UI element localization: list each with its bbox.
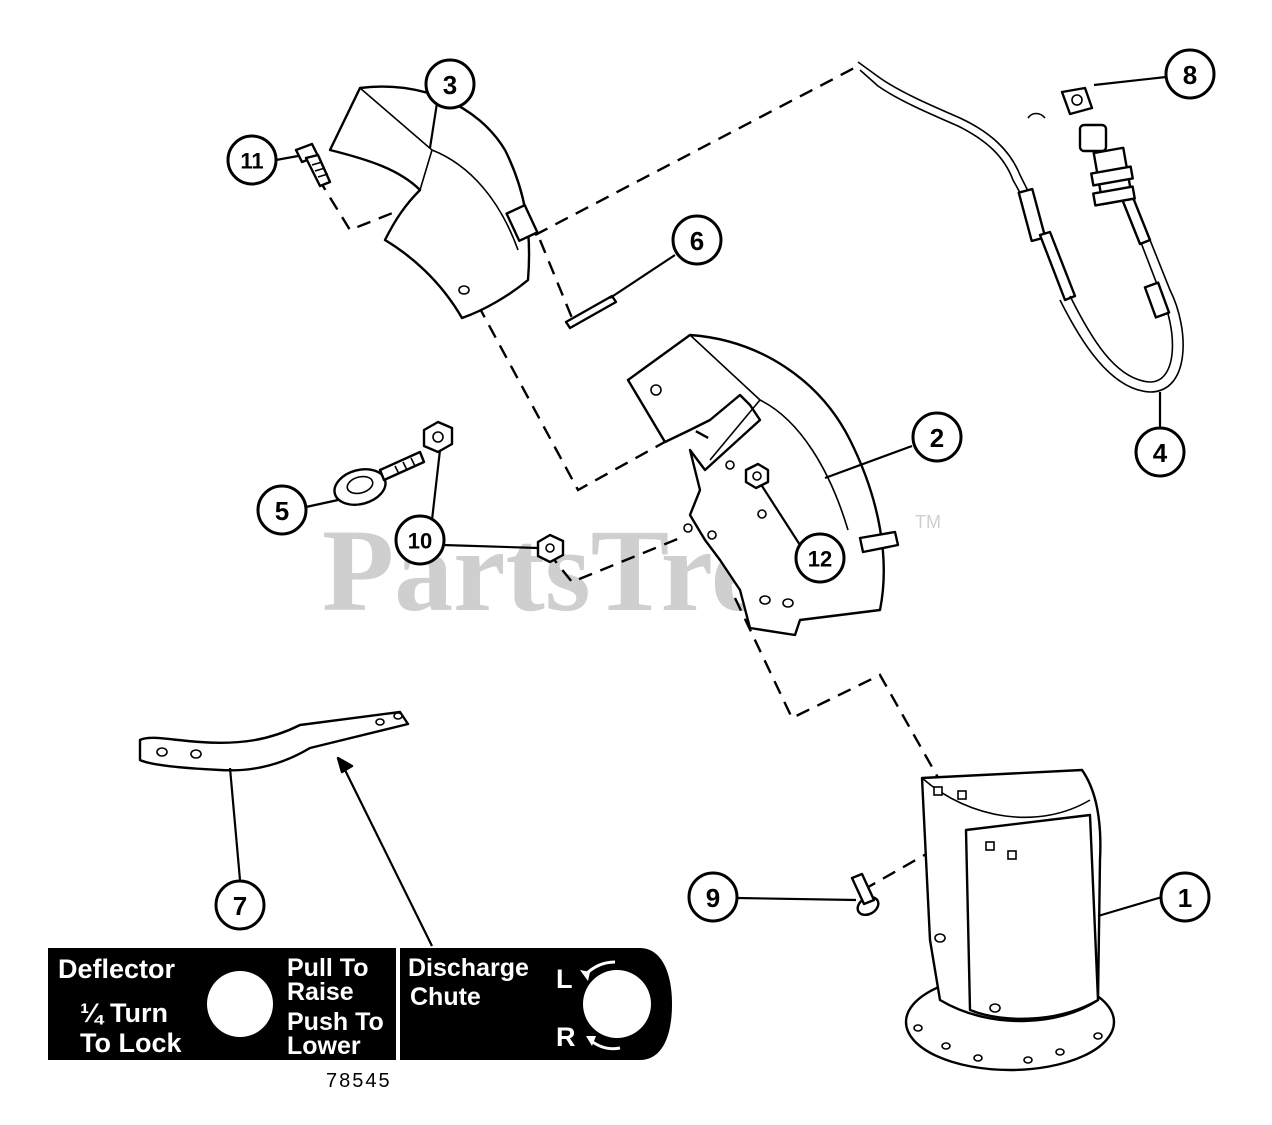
decal-push-line1: Push To bbox=[287, 1008, 384, 1036]
callout-6: 6 bbox=[671, 214, 723, 266]
decal-left-letter: L bbox=[556, 964, 573, 994]
callout-4: 4 bbox=[1134, 426, 1186, 478]
svg-text:10: 10 bbox=[408, 529, 432, 554]
part-pin-6 bbox=[564, 294, 618, 330]
decal-pull-line2: Raise bbox=[287, 978, 354, 1006]
svg-text:9: 9 bbox=[706, 883, 720, 913]
decal-deflector-title: Deflector bbox=[58, 954, 176, 984]
callout-2: 2 bbox=[911, 411, 963, 463]
callout-8: 8 bbox=[1164, 48, 1216, 100]
callout-10: 10 bbox=[394, 514, 446, 566]
callout-1: 1 bbox=[1159, 871, 1211, 923]
callout-9: 9 bbox=[687, 871, 739, 923]
callout-7: 7 bbox=[214, 879, 266, 931]
part-nut-12 bbox=[744, 462, 770, 490]
callout-12: 12 bbox=[794, 532, 846, 584]
svg-text:2: 2 bbox=[930, 423, 944, 453]
part-deflector-3 bbox=[328, 85, 539, 320]
decal-chute-line1: Discharge bbox=[408, 954, 529, 982]
decal-part-number: 78545 bbox=[326, 1070, 392, 1092]
svg-text:5: 5 bbox=[275, 496, 289, 526]
part-cable-4 bbox=[857, 61, 1184, 393]
svg-text:3: 3 bbox=[443, 70, 457, 100]
svg-text:8: 8 bbox=[1183, 60, 1197, 90]
decal-turn-line2: To Lock bbox=[80, 1028, 182, 1058]
part-bolt-9 bbox=[850, 872, 880, 917]
decal-push-line2: Lower bbox=[287, 1032, 361, 1060]
decal-turn-line1: ¼ Turn bbox=[80, 998, 168, 1028]
chute-knob-hole bbox=[583, 970, 651, 1038]
watermark-trademark: TM bbox=[915, 512, 941, 532]
part-chute-1 bbox=[904, 768, 1116, 1072]
decal-chute-line2: Chute bbox=[410, 983, 481, 1011]
part-nut-10a bbox=[422, 420, 454, 454]
control-decal: Deflector ¼ Turn To Lock Pull To Raise P… bbox=[48, 948, 672, 1060]
svg-text:6: 6 bbox=[690, 226, 704, 256]
part-eyebolt-5 bbox=[333, 450, 426, 506]
svg-text:7: 7 bbox=[233, 891, 247, 921]
part-bolt-11 bbox=[294, 142, 332, 188]
part-handle-7 bbox=[138, 710, 410, 772]
assembly-lines bbox=[316, 63, 966, 892]
decal-pull-line1: Pull To bbox=[287, 954, 368, 982]
part-nut-10b bbox=[536, 533, 565, 564]
callout-5: 5 bbox=[256, 484, 308, 536]
svg-text:12: 12 bbox=[808, 547, 832, 572]
callout-11: 11 bbox=[226, 134, 278, 186]
svg-text:11: 11 bbox=[240, 149, 263, 174]
callout-3: 3 bbox=[424, 58, 476, 110]
svg-text:1: 1 bbox=[1178, 883, 1192, 913]
deflector-knob-hole bbox=[207, 971, 273, 1037]
part-clip-8 bbox=[1027, 86, 1094, 119]
decal-right-letter: R bbox=[556, 1022, 576, 1052]
svg-text:4: 4 bbox=[1153, 438, 1168, 468]
leader-lines bbox=[228, 75, 1167, 947]
